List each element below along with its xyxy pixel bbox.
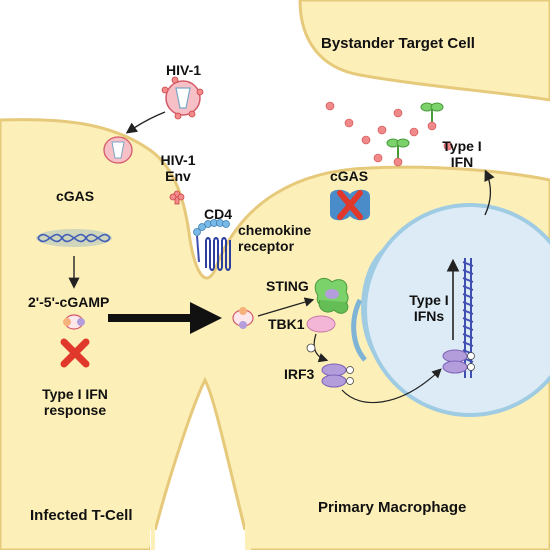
cd4-receptor-icon <box>193 219 230 263</box>
synapse-lower-gap <box>148 376 252 552</box>
nucleus <box>363 203 550 417</box>
type1-ifn-top-line2: IFN <box>450 154 474 170</box>
type1-ifn-top-line1: Type I <box>442 138 482 154</box>
irf3-phospho-icons <box>346 366 354 385</box>
sting-label: STING <box>266 278 309 294</box>
irf3-nuclear-icon <box>442 349 468 374</box>
ifn-receptor-icon <box>386 102 444 167</box>
irf3-translocation-arrow <box>341 368 442 404</box>
cgamp-to-sting-arrow <box>257 297 315 317</box>
cgas-inhibited-icon <box>330 189 370 221</box>
env-spike-icon <box>169 190 185 205</box>
macrophage-edge <box>245 500 251 550</box>
irf3-label: IRF3 <box>284 366 315 382</box>
ifn-secretion-arrow <box>484 169 495 216</box>
irf3-dimer-icon <box>321 363 347 388</box>
ifn-response-line1: Type I IFN <box>42 386 108 402</box>
cgamp-transferred-icon <box>232 307 254 329</box>
hiv1-label: HIV-1 <box>166 62 202 78</box>
ifn-response-line2: response <box>43 402 107 418</box>
dna-helix-icon <box>36 229 112 247</box>
infected-tcell-label: Infected T-Cell <box>30 507 133 524</box>
chemokine-line2: receptor <box>238 238 295 254</box>
chemokine-receptor-label: chemokine receptor <box>238 222 311 254</box>
hiv1-env-line2: Env <box>165 168 191 184</box>
cd4-label: CD4 <box>204 206 233 222</box>
type1-ifns-line1: Type I <box>409 292 449 308</box>
tbk1-label: TBK1 <box>268 316 305 332</box>
phospho-icon <box>306 343 316 353</box>
cgas-left-label: cGAS <box>56 188 95 204</box>
ifn-response-label: Type I IFN response <box>36 386 114 418</box>
inhibition-x-icon <box>60 338 90 368</box>
sting-dimer-icon <box>314 277 349 314</box>
virion-attach-arrow <box>125 111 166 134</box>
tbk1-phosphorylation-arrow <box>313 333 329 363</box>
cgamp-label: 2'-5'-cGAMP <box>28 294 110 310</box>
cgas-right-label: cGAS <box>330 168 369 184</box>
hiv1-env-label: HIV-1 Env <box>160 152 196 184</box>
hiv1-virion-icon <box>161 76 204 120</box>
hiv1-env-line1: HIV-1 <box>160 152 196 168</box>
chemokine-receptor-icon <box>205 237 231 271</box>
type1-ifns-line2: IFNs <box>413 308 445 324</box>
tbk1-icon <box>306 315 336 333</box>
type1-ifns-nuclear-label: Type I IFNs <box>406 292 452 324</box>
cgamp-icon <box>63 314 85 330</box>
primary-macrophage-label: Primary Macrophage <box>318 499 467 516</box>
type1-ifn-secreted-label: Type I IFN <box>438 138 486 170</box>
tcell-edge <box>151 500 155 550</box>
bystander-cell-label: Bystander Target Cell <box>321 35 475 52</box>
irf3-nuclear-phospho-icons <box>467 352 475 371</box>
chemokine-line1: chemokine <box>238 222 312 238</box>
bystander-cell <box>298 0 550 102</box>
synapse-gap-fill <box>150 530 250 550</box>
ifn-particles <box>325 101 453 163</box>
budding-virion-icon <box>103 136 133 164</box>
